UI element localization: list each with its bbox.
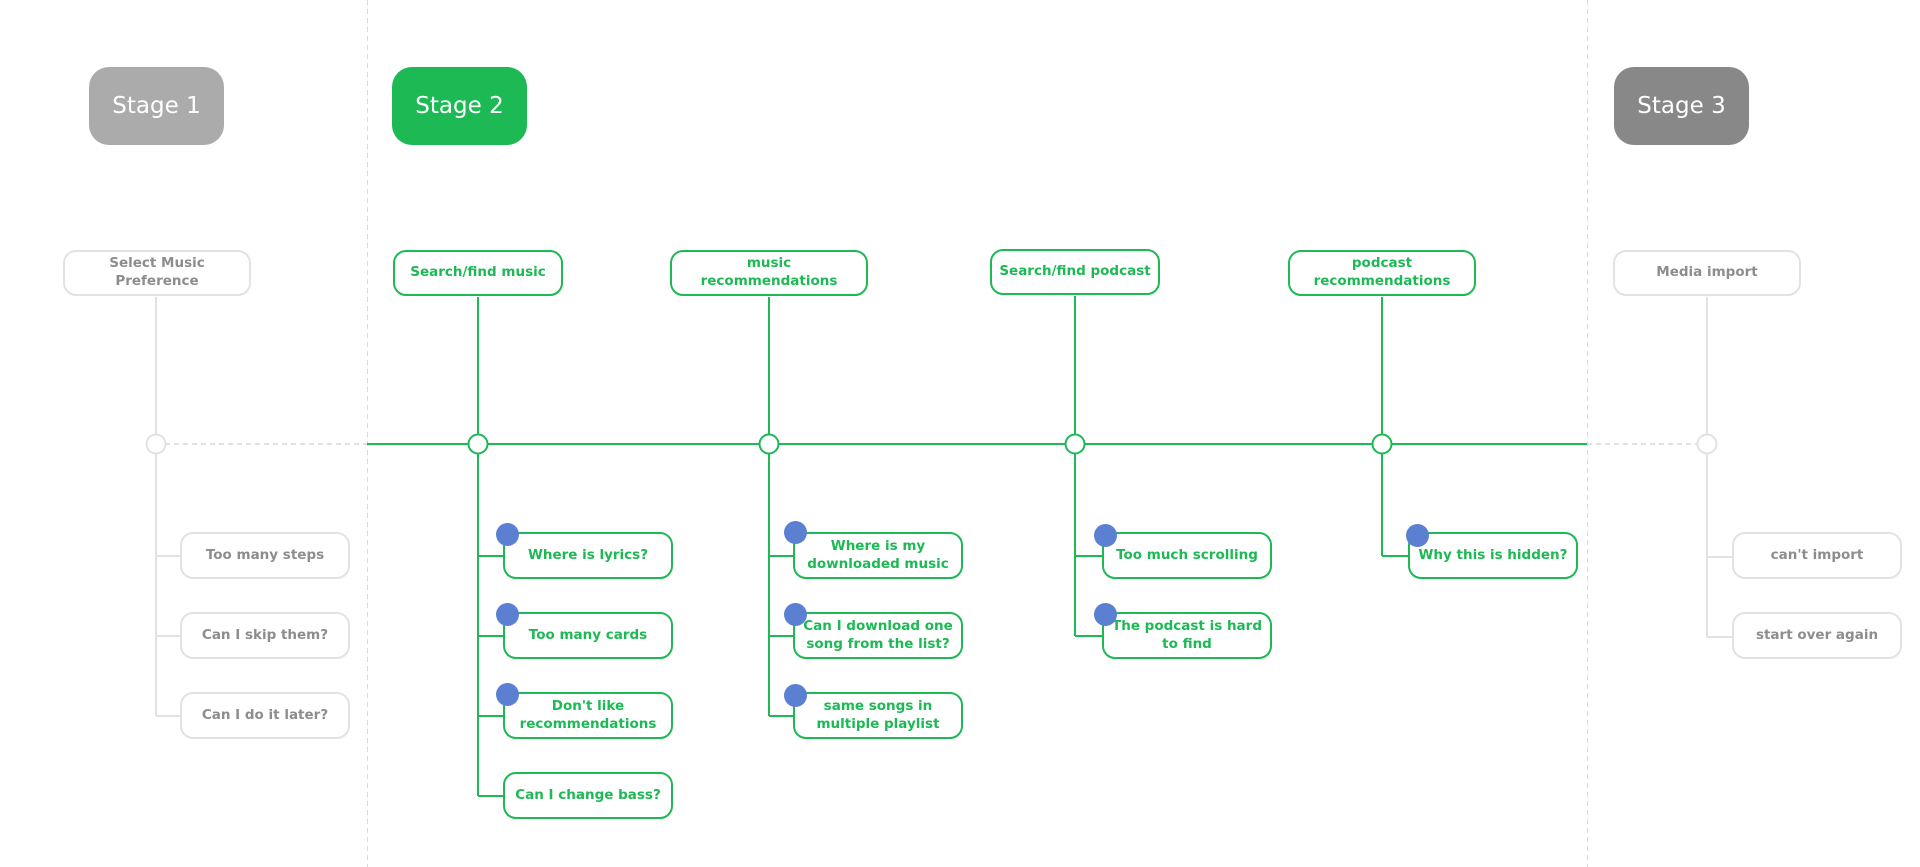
issue-card: Where is lyrics? [503, 532, 673, 579]
blue-marker-dot [496, 523, 519, 546]
timeline-node [145, 433, 167, 455]
stage-2-badge: Stage 2 [392, 67, 527, 145]
stage-1-badge: Stage 1 [89, 67, 224, 145]
issue-card: Why this is hidden? [1408, 532, 1578, 579]
blue-marker-dot [1406, 524, 1429, 547]
blue-marker-dot [496, 683, 519, 706]
timeline-node [1064, 433, 1086, 455]
category-music-recommendations: music recommendations [670, 250, 868, 296]
issue-card: start over again [1732, 612, 1902, 659]
issue-card: same songs in multiple playlist [793, 692, 963, 739]
issue-card: Can I skip them? [180, 612, 350, 659]
timeline-node [467, 433, 489, 455]
issue-card: Too much scrolling [1102, 532, 1272, 579]
category-media-import: Media import [1613, 250, 1801, 296]
blue-marker-dot [784, 603, 807, 626]
issue-card: Can I change bass? [503, 772, 673, 819]
issue-card: Too many steps [180, 532, 350, 579]
issue-card: Too many cards [503, 612, 673, 659]
issue-card: Can I download one song from the list? [793, 612, 963, 659]
issue-card: Don't like recommendations [503, 692, 673, 739]
blue-marker-dot [1094, 603, 1117, 626]
issue-card: The podcast is hard to find [1102, 612, 1272, 659]
blue-marker-dot [784, 521, 807, 544]
timeline-node [758, 433, 780, 455]
issue-card: Can I do it later? [180, 692, 350, 739]
stage-3-badge: Stage 3 [1614, 67, 1749, 145]
issue-card: can't import [1732, 532, 1902, 579]
category-search-find-music: Search/find music [393, 250, 563, 296]
blue-marker-dot [784, 684, 807, 707]
timeline-node [1696, 433, 1718, 455]
category-podcast-recommendations: podcast recommendations [1288, 250, 1476, 296]
blue-marker-dot [1094, 524, 1117, 547]
category-select-music-preference: Select Music Preference [63, 250, 251, 296]
category-search-find-podcast: Search/find podcast [990, 249, 1160, 295]
blue-marker-dot [496, 603, 519, 626]
timeline-node [1371, 433, 1393, 455]
issue-card: Where is my downloaded music [793, 532, 963, 579]
